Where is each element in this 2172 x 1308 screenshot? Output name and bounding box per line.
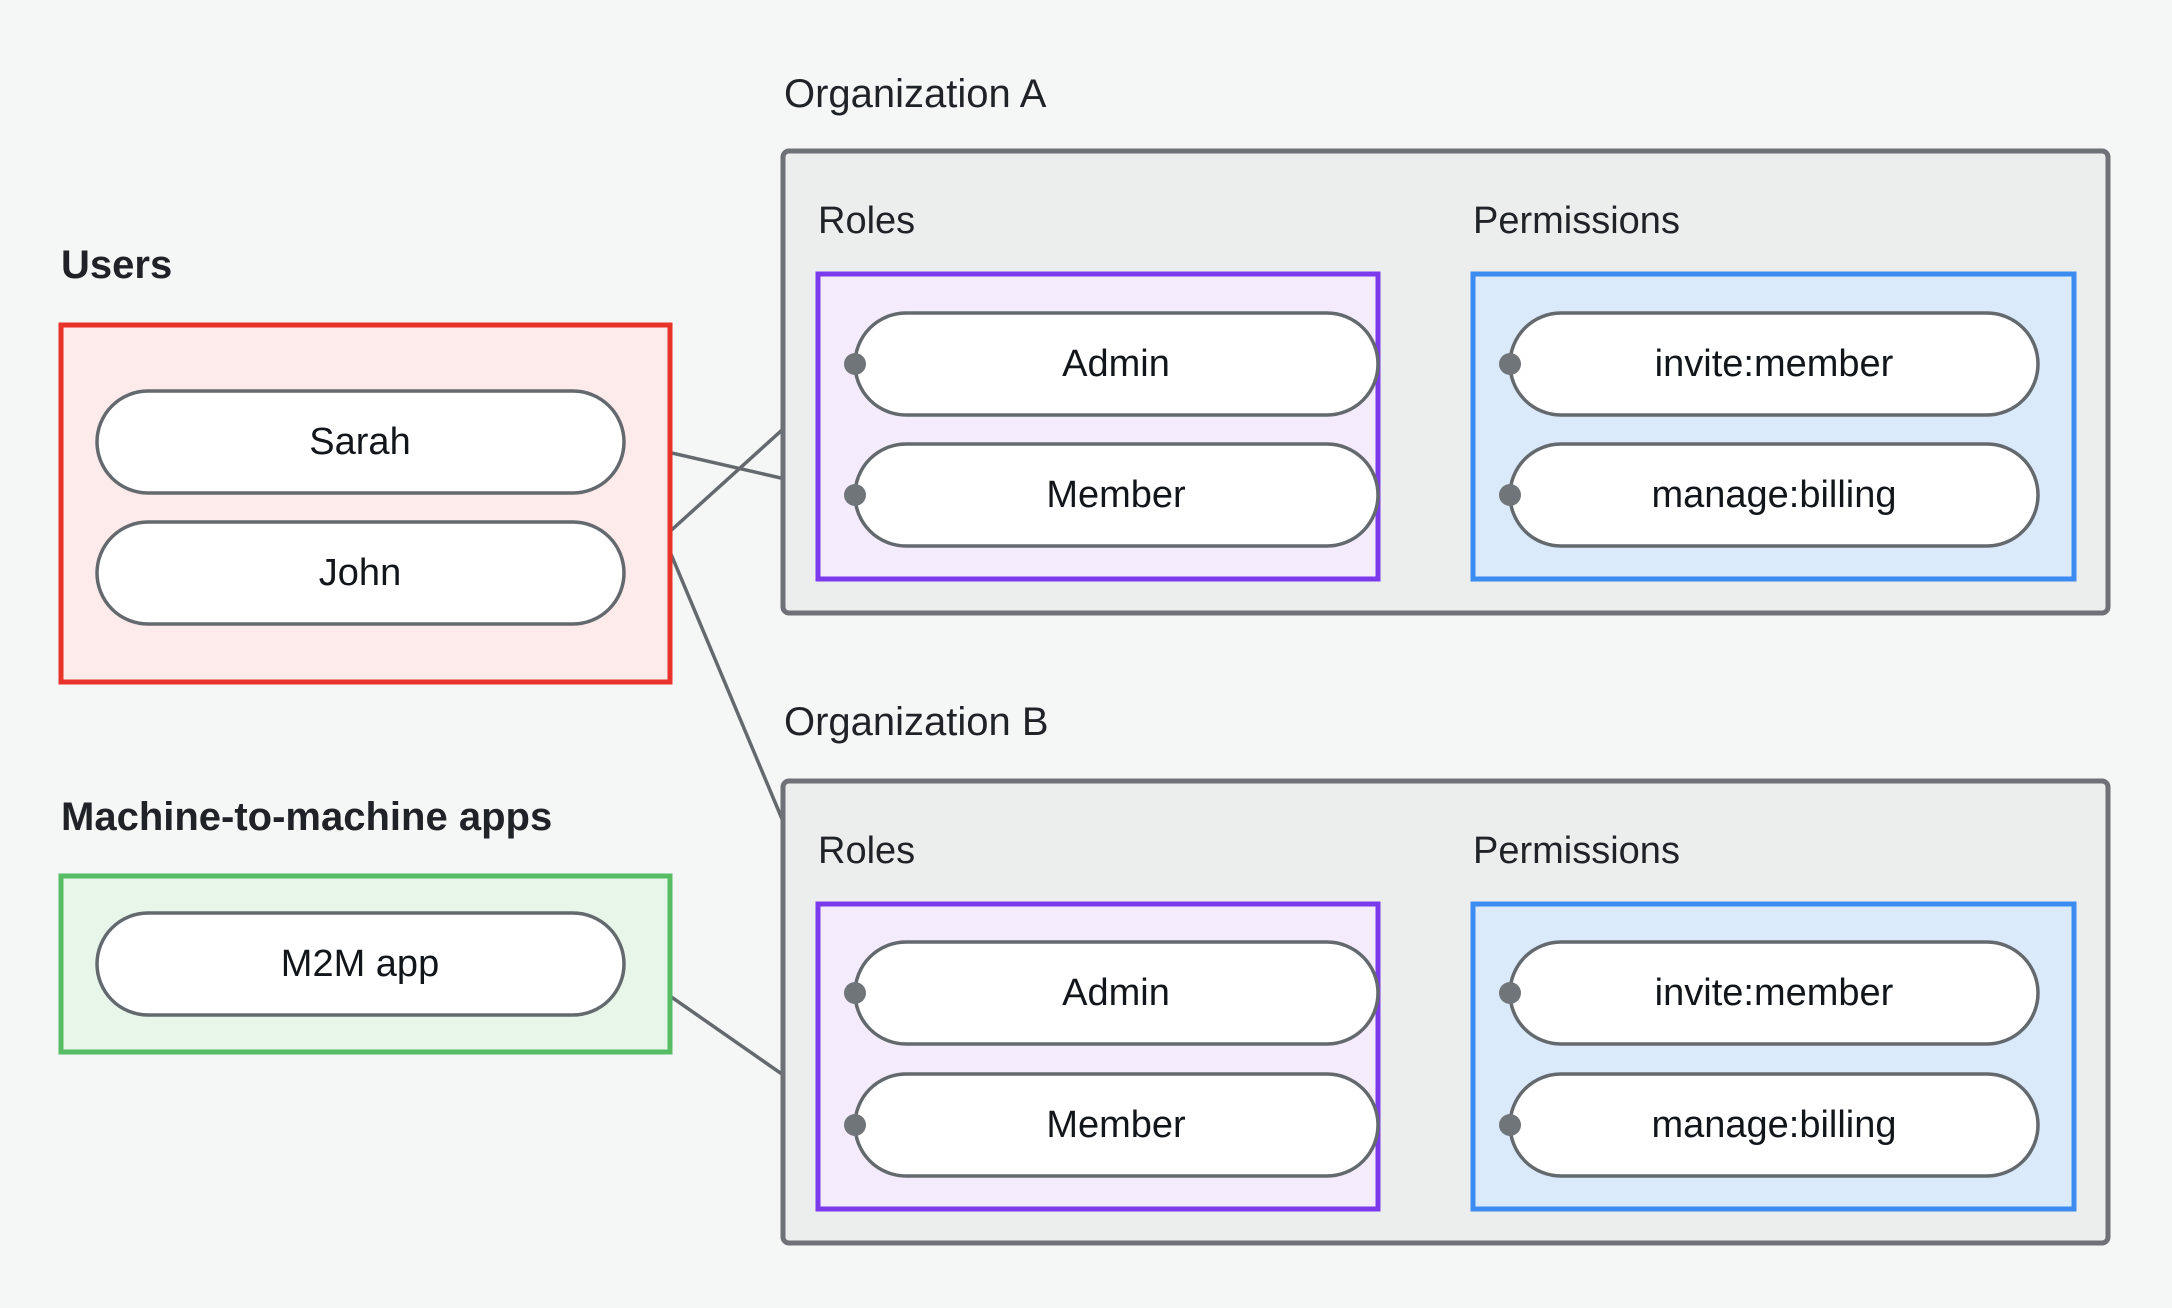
edge-dot-org-a-member-in: [844, 484, 866, 506]
edge-dot-org-a-billing-in: [1499, 484, 1521, 506]
node-label: Sarah: [309, 421, 410, 463]
users-group-title: Users: [61, 243, 172, 287]
org-a-roles-title: Roles: [818, 200, 915, 242]
node-label: manage:billing: [1651, 474, 1896, 516]
edge-endpoint-layer: [844, 353, 1521, 1136]
m2m-group-title: Machine-to-machine apps: [61, 795, 552, 839]
org-a-permission-invite-member[interactable]: invite:member: [1508, 311, 2040, 417]
edge-dot-org-b-member-in: [844, 1114, 866, 1136]
edge-dot-org-b-billing-in: [1499, 1114, 1521, 1136]
edge-dot-org-b-admin-in: [844, 982, 866, 1004]
user-node-sarah[interactable]: Sarah: [95, 389, 626, 495]
org-a-title: Organization A: [784, 72, 1047, 116]
org-b-title: Organization B: [784, 700, 1049, 744]
node-label: John: [319, 552, 401, 594]
edge-dot-org-a-invite-in: [1499, 353, 1521, 375]
node-label: Member: [1046, 474, 1186, 516]
org-a-role-admin[interactable]: Admin: [853, 311, 1380, 417]
org-a-permissions-title: Permissions: [1473, 200, 1680, 242]
m2m-node-app[interactable]: M2M app: [95, 911, 626, 1017]
org-b-roles-title: Roles: [818, 830, 915, 872]
users-box: [58, 322, 673, 685]
node-label: invite:member: [1655, 972, 1894, 1014]
org-b-permission-invite-member[interactable]: invite:member: [1508, 940, 2040, 1046]
node-shape[interactable]: [95, 389, 626, 495]
node-shape[interactable]: [95, 911, 626, 1017]
node-label: Admin: [1062, 972, 1170, 1014]
node-shape[interactable]: [95, 520, 626, 626]
user-node-john[interactable]: John: [95, 520, 626, 626]
org-a-role-member[interactable]: Member: [853, 442, 1380, 548]
node-label: invite:member: [1655, 343, 1894, 385]
node-label: manage:billing: [1651, 1104, 1896, 1146]
org-b-role-admin[interactable]: Admin: [853, 940, 1380, 1046]
node-label: Admin: [1062, 343, 1170, 385]
node-label: Member: [1046, 1104, 1186, 1146]
org-b-permission-manage-billing[interactable]: manage:billing: [1508, 1072, 2040, 1178]
org-b-role-member[interactable]: Member: [853, 1072, 1380, 1178]
edge-dot-org-a-admin-in: [844, 353, 866, 375]
org-b-permissions-title: Permissions: [1473, 830, 1680, 872]
node-label: M2M app: [281, 943, 439, 985]
edge-dot-org-b-invite-in: [1499, 982, 1521, 1004]
org-a-permission-manage-billing[interactable]: manage:billing: [1508, 442, 2040, 548]
